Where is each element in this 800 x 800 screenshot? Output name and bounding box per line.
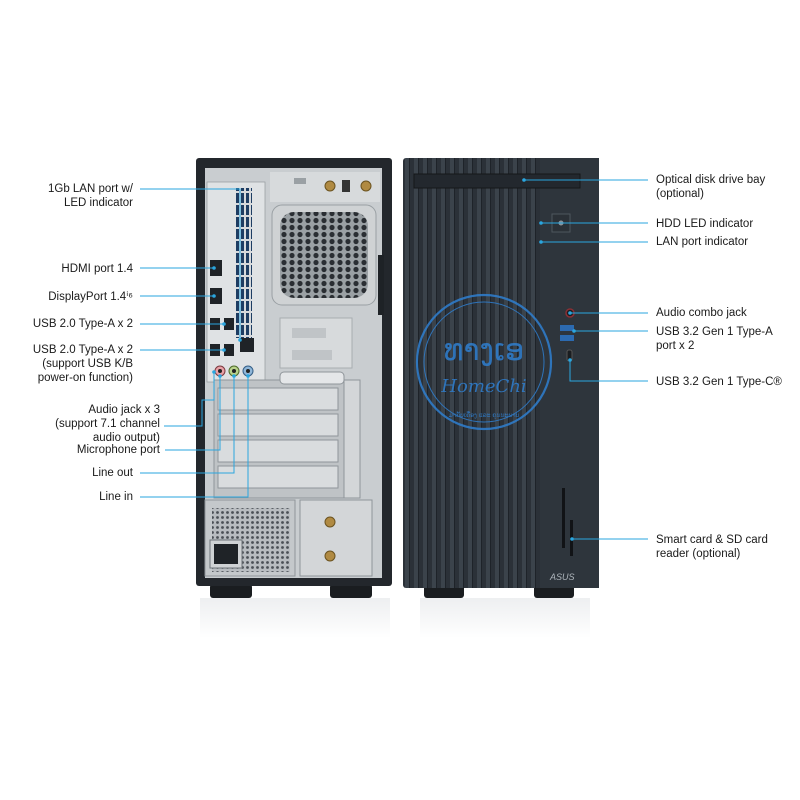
callout-lineout	[140, 376, 235, 474]
label-audio-line1: Audio jack x 3	[88, 404, 160, 416]
label-cardreader-line1: Smart card & SD card	[656, 534, 768, 546]
hdmi-port	[210, 260, 222, 276]
label-audio-line2: (support 7.1 channel	[55, 418, 160, 430]
rear-foot-left	[210, 584, 252, 598]
label-lan-line1: 1Gb LAN port w/	[47, 183, 133, 195]
watermark-caption: ມາກັບເຄື່ອງ ແລະ ຄຸນນະພາບ	[449, 412, 520, 419]
label-hdmi-line1: HDMI port 1.4	[61, 263, 133, 275]
label-usb32c: USB 3.2 Gen 1 Type-C®	[656, 375, 782, 389]
label-hdd-led: HDD LED indicator	[656, 217, 753, 231]
callout-audio	[164, 372, 215, 427]
label-usb2a-line1: USB 2.0 Type-A x 2	[32, 318, 133, 330]
label-displayport: DisplayPort 1.4ⁱ⁶	[48, 290, 133, 304]
label-usb2-a: USB 2.0 Type-A x 2	[33, 317, 133, 331]
label-line-in: Line in	[99, 490, 133, 504]
label-lan: 1Gb LAN port w/ LED indicator	[48, 182, 133, 210]
label-mic: Microphone port	[77, 443, 160, 457]
label-odd-line1: Optical disk drive bay	[656, 174, 766, 186]
front-usb-a-2	[560, 335, 574, 341]
rear-case	[196, 158, 392, 638]
watermark: ທາງເອ HomeChi ມາກັບເຄື່ອງ ແລະ ຄຸນນະພາບ	[415, 293, 553, 431]
rear-foot-right	[330, 584, 372, 598]
callout-linein	[140, 376, 249, 498]
label-audio-combo: Audio combo jack	[656, 306, 747, 320]
label-hdmi: HDMI port 1.4	[61, 262, 133, 276]
label-odd-line2: (optional)	[656, 188, 704, 200]
label-usb32a: USB 3.2 Gen 1 Type-A port x 2	[656, 325, 773, 353]
label-dp-line1: DisplayPort 1.4ⁱ⁶	[48, 291, 133, 303]
label-usb32c-line1: USB 3.2 Gen 1 Type-C®	[656, 376, 782, 388]
power-inlet	[214, 544, 238, 564]
label-mic-line1: Microphone port	[76, 444, 160, 456]
label-usb2b-line3: power-on function)	[37, 372, 133, 384]
label-cardreader-line2: reader (optional)	[656, 548, 741, 560]
label-lanled-line1: LAN port indicator	[656, 236, 749, 248]
label-usb2b-line1: USB 2.0 Type-A x 2	[32, 344, 133, 356]
label-lineout-line1: Line out	[92, 467, 133, 479]
front-case: ASUS	[403, 158, 599, 638]
label-usb2-b: USB 2.0 Type-A x 2 (support USB K/B powe…	[33, 343, 133, 385]
io-vents	[236, 188, 252, 338]
label-usb32a-line2: port x 2	[656, 340, 695, 352]
label-linein-line1: Line in	[99, 491, 133, 503]
watermark-title: ທາງເອ	[444, 333, 525, 368]
displayport-port	[210, 288, 222, 304]
callout-usb32c	[569, 360, 648, 382]
label-hddled-line1: HDD LED indicator	[656, 218, 754, 230]
callout-lan	[140, 188, 241, 340]
lan-port	[240, 338, 254, 352]
optical-drive-bay	[413, 173, 581, 189]
label-usb32a-line1: USB 3.2 Gen 1 Type-A	[656, 326, 773, 338]
callout-dots	[212, 178, 576, 541]
label-line-out: Line out	[92, 466, 133, 480]
label-card-reader: Smart card & SD card reader (optional)	[656, 533, 768, 561]
label-audiocombo-line1: Audio combo jack	[656, 307, 747, 319]
asus-logo: ASUS	[549, 572, 575, 582]
label-usb2b-line2: (support USB K/B	[42, 358, 133, 370]
label-lan-led: LAN port indicator	[656, 235, 748, 249]
watermark-subtitle: HomeChi	[440, 376, 526, 397]
front-usb-a-1	[560, 325, 574, 331]
fan-grille	[280, 212, 368, 298]
label-audio: Audio jack x 3 (support 7.1 channel audi…	[55, 403, 160, 445]
callout-lines	[140, 179, 648, 540]
label-lan-line2: LED indicator	[63, 197, 133, 209]
callout-mic	[165, 376, 221, 451]
label-odd: Optical disk drive bay (optional)	[656, 173, 765, 201]
label-audio-line3: audio output)	[92, 432, 160, 444]
card-reader-slot-1	[562, 488, 565, 548]
